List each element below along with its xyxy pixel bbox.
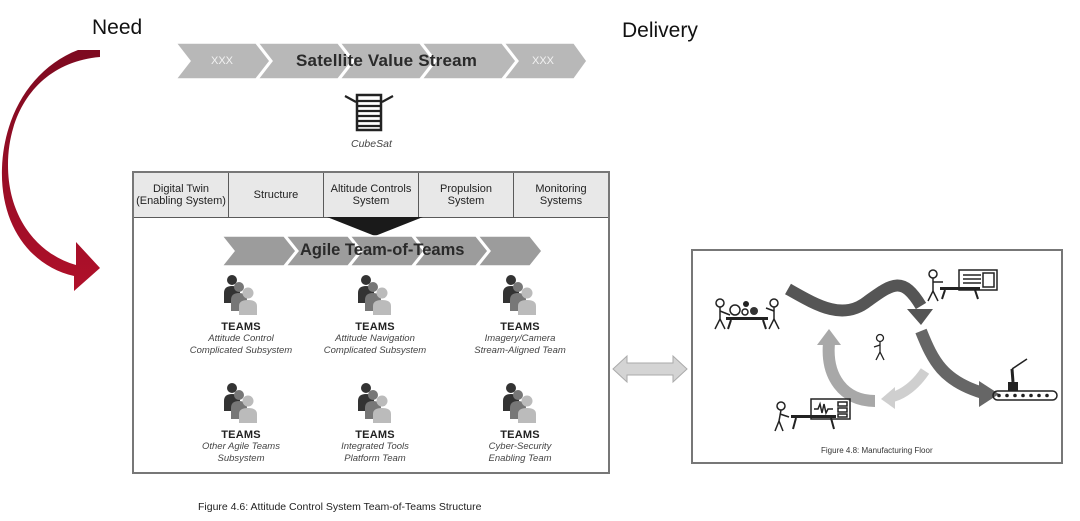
team-people-icon bbox=[224, 383, 257, 423]
team-people-icon bbox=[224, 275, 257, 315]
agile-chevron-1 bbox=[222, 235, 297, 267]
system-structure: Structure bbox=[229, 173, 324, 218]
agile-chevron-4 bbox=[412, 235, 489, 267]
need-label: Need bbox=[92, 16, 143, 39]
manufacturing-floor-figure: Figure 4.8: Manufacturing Floor bbox=[691, 249, 1063, 464]
cubesat-icon bbox=[344, 93, 394, 132]
team-other-agile: TEAMS Other Agile Teams Subsystem bbox=[166, 381, 316, 465]
delivery-label: Delivery bbox=[622, 19, 698, 42]
figure-4-8-caption: Figure 4.8: Manufacturing Floor bbox=[821, 446, 933, 455]
systems-row: Digital Twin(Enabling System) Structure … bbox=[134, 173, 608, 218]
agile-chevron-5 bbox=[476, 235, 543, 267]
team-people-icon bbox=[358, 383, 391, 423]
chevron-1 bbox=[176, 42, 271, 80]
value-stream-title: Satellite Value Stream bbox=[296, 51, 478, 70]
agile-chevron-3 bbox=[348, 235, 425, 267]
team-of-teams-panel: Digital Twin(Enabling System) Structure … bbox=[132, 171, 610, 474]
need-arrow-icon bbox=[1, 50, 100, 291]
chevron-2 bbox=[256, 42, 353, 80]
team-integrated-tools: TEAMS Integrated Tools Platform Team bbox=[300, 381, 450, 465]
system-digital-twin: Digital Twin(Enabling System) bbox=[134, 173, 229, 218]
team-cyber-security: TEAMS Cyber-Security Enabling Team bbox=[445, 381, 595, 465]
team-imagery-camera: TEAMS Imagery/Camera Stream-Aligned Team bbox=[445, 273, 595, 357]
team-people-icon bbox=[358, 275, 391, 315]
chevron-5 bbox=[502, 42, 588, 80]
agile-title: Agile Team-of-Teams bbox=[300, 241, 465, 259]
value-stream-chevrons bbox=[176, 42, 588, 80]
team-people-icon bbox=[503, 383, 536, 423]
chevron-5-label: XXX bbox=[532, 55, 555, 67]
cubesat-label: CubeSat bbox=[351, 138, 392, 150]
chevron-1-label: XXX bbox=[211, 55, 234, 67]
manufacturing-floor-illustration bbox=[714, 269, 1058, 432]
chevron-3 bbox=[338, 42, 435, 80]
down-pointer-icon bbox=[327, 217, 423, 236]
double-arrow-icon bbox=[612, 354, 688, 384]
agile-chevrons bbox=[222, 235, 543, 267]
agile-chevron-2 bbox=[284, 235, 361, 267]
team-attitude-control: TEAMS Attitude Control Complicated Subsy… bbox=[166, 273, 316, 357]
team-people-icon bbox=[503, 275, 536, 315]
team-attitude-navigation: TEAMS Attitude Navigation Complicated Su… bbox=[300, 273, 450, 357]
figure-4-6-caption: Figure 4.6: Attitude Control System Team… bbox=[198, 501, 482, 513]
chevron-4 bbox=[420, 42, 517, 80]
